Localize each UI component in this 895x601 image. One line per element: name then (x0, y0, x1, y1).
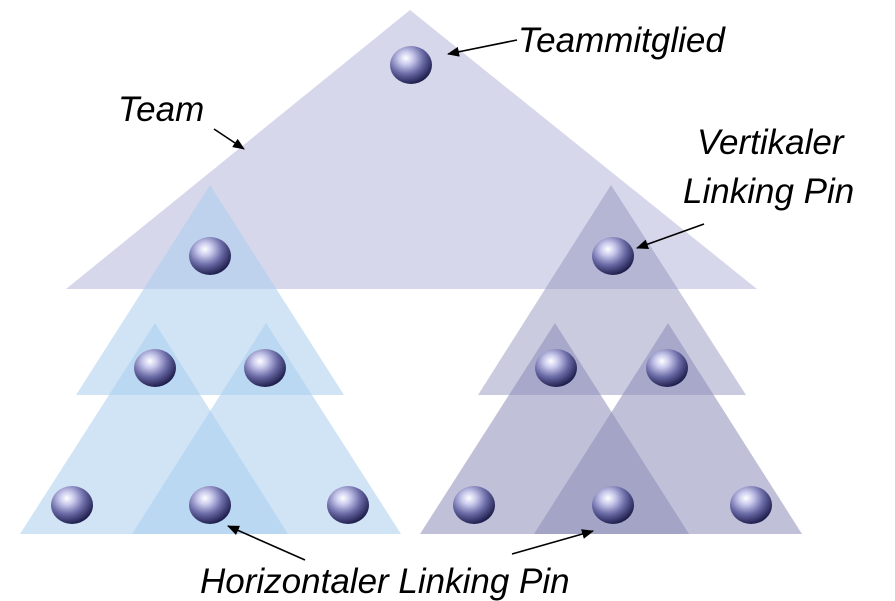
member-ball-left-pin (189, 237, 231, 275)
team-triangle-left-bottom-b (132, 323, 401, 534)
label-vertical-line1: Vertikaler (697, 123, 844, 162)
member-ball-left-horizontal-pin (189, 486, 231, 524)
arrow-team (213, 128, 245, 150)
member-ball-right-pin (592, 237, 634, 275)
member-ball (51, 486, 93, 524)
member-ball (646, 349, 688, 387)
label-team: Team (118, 90, 205, 129)
label-vertical-line2: Linking Pin (683, 172, 855, 211)
arrow-vertical-pin (636, 223, 705, 249)
label-member: Teammitglied (518, 21, 725, 60)
member-ball (730, 486, 772, 524)
member-ball (535, 349, 577, 387)
arrow-horizontal-pin-right (511, 529, 594, 555)
member-ball (453, 486, 495, 524)
team-triangle-top (66, 10, 757, 289)
team-triangle-right-bottom-b (534, 323, 802, 534)
arrow-member (447, 39, 518, 57)
label-horizontal: Horizontaler Linking Pin (200, 562, 570, 601)
arrow-horizontal-pin-left (227, 525, 306, 561)
member-ball (327, 486, 369, 524)
member-ball (244, 349, 286, 387)
member-ball-top (390, 46, 432, 84)
member-ball (134, 349, 176, 387)
member-ball-right-horizontal-pin (592, 486, 634, 524)
